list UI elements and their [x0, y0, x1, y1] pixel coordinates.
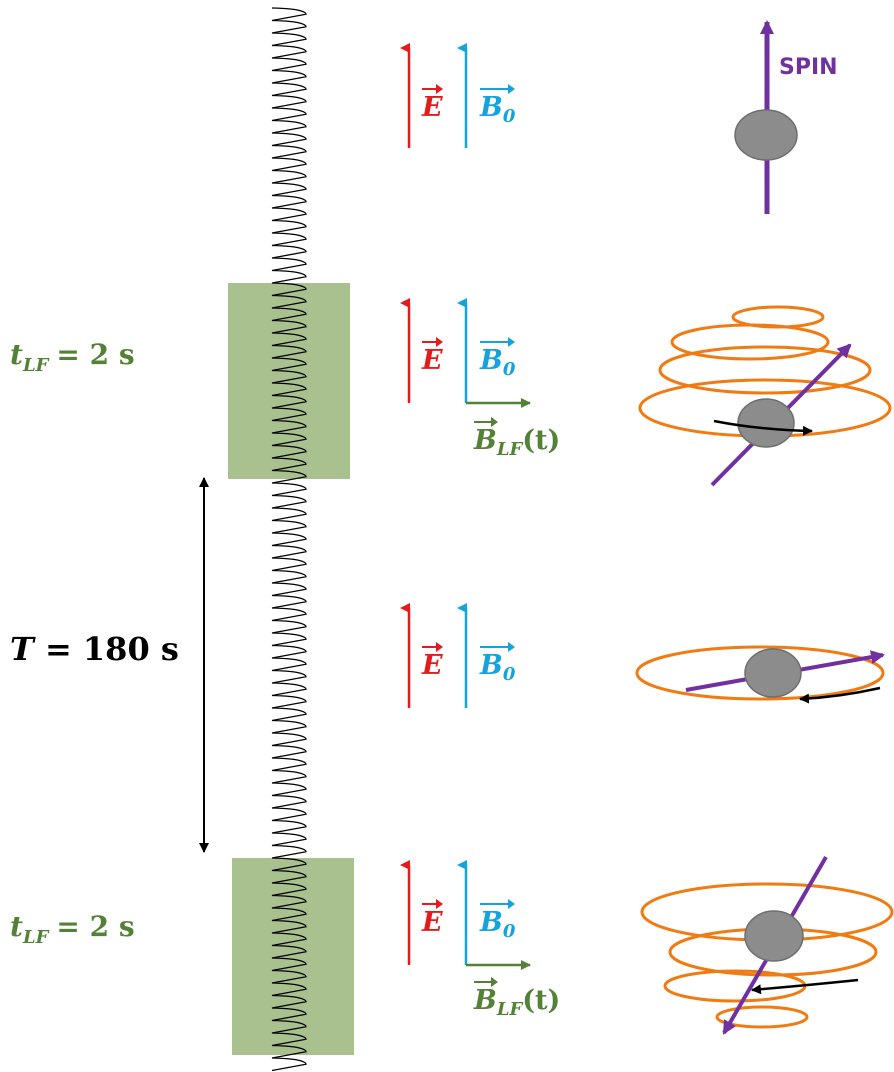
- period-label: T = 180 s: [10, 630, 179, 668]
- field-arrows-row-4: [400, 860, 531, 970]
- spin-state-aligned: [734, 20, 798, 214]
- spin-label: SPIN: [779, 55, 838, 80]
- b0-label-row-2: B0: [480, 337, 516, 380]
- t-lf-label-top: tLF= 2 s: [10, 338, 135, 376]
- field-window-box-top: [228, 283, 350, 479]
- particle: [734, 109, 798, 161]
- e-label-row-1: E: [422, 84, 443, 123]
- spin-state-tipping: [638, 305, 892, 487]
- field-arrows-row-3: [400, 603, 468, 708]
- field-arrows-row-2: [400, 298, 531, 408]
- e-label-row-4: E: [422, 899, 443, 938]
- field-arrows-row-1: [400, 43, 468, 148]
- b0-label-row-1: B0: [480, 84, 516, 127]
- blf-label-row-4: BLF(t): [474, 977, 560, 1020]
- t-lf-label-bottom: tLF= 2 s: [10, 910, 135, 948]
- precession-zigzag: [271, 7, 307, 1072]
- particle: [744, 648, 802, 698]
- e-label-row-2: E: [422, 337, 443, 376]
- blf-label-row-2: BLF(t): [474, 417, 560, 460]
- spin-state-flipped: [640, 855, 894, 1035]
- b0-label-row-3: B0: [480, 642, 516, 685]
- spin-state-precessing: [635, 645, 885, 704]
- b0-label-row-4: B0: [480, 899, 516, 942]
- field-window-box-bottom: [232, 858, 354, 1055]
- particle: [737, 398, 795, 448]
- e-label-row-3: E: [422, 642, 443, 681]
- particle: [744, 910, 804, 962]
